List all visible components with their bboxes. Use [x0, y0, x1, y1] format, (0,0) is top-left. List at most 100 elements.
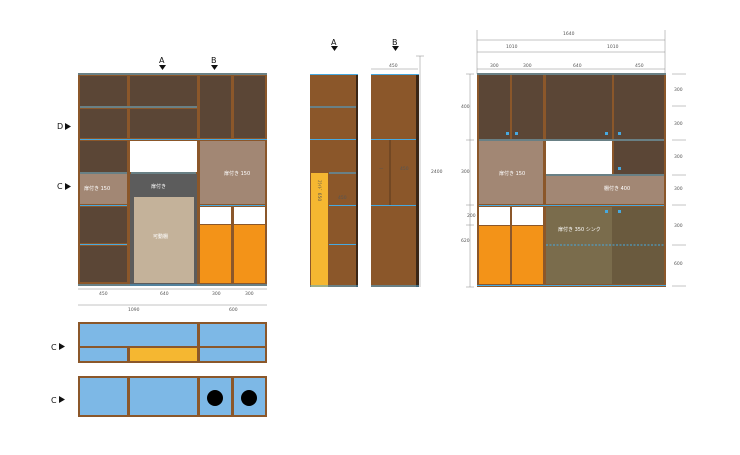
right-upper-panel-1 [479, 75, 510, 139]
center-opening [130, 141, 197, 172]
plan-c-upper-yellow [130, 348, 197, 361]
plan-c-upper-left-low [80, 348, 127, 361]
right-low-white-1 [479, 207, 510, 225]
low-right-orange-2 [234, 225, 265, 283]
plan-c-lower-mark: C [51, 396, 57, 405]
right-dim-upper-left: 1010 [506, 44, 518, 50]
right-top-dimensions [476, 30, 666, 74]
mid-right-door-label: 扉付き 150 [224, 170, 250, 177]
right-mid-shelf-label: 棚付き 400 [604, 185, 630, 192]
center-head-label: 扉付き [151, 183, 166, 190]
right-dim-r2: 300 [674, 121, 683, 127]
right-left-dimensions [416, 55, 474, 288]
right-mid-left-label: 扉付き 150 [499, 170, 525, 177]
right-low-orange-1 [479, 226, 510, 284]
front-mark-b: B [211, 56, 217, 65]
upper-right-panel-2 [234, 76, 265, 138]
right-dim-h1: 400 [461, 104, 470, 110]
section-b-detail-1: ー [379, 167, 384, 172]
right-dim-h4: 620 [461, 238, 470, 244]
front-dim-w4: 300 [245, 291, 254, 297]
right-dim-c3: 640 [573, 63, 582, 69]
right-low-white-2 [512, 207, 543, 225]
plan-c-lower-left [80, 378, 127, 415]
mid-left-door [80, 174, 127, 204]
section-b-backline [416, 74, 419, 287]
right-hinge-dots [506, 132, 621, 213]
mid-right-door [200, 141, 265, 204]
section-a-backline [356, 74, 358, 287]
upper-left-panel-2 [80, 109, 127, 138]
section-a-mark: A [331, 38, 337, 47]
front-mark-d: D [57, 122, 63, 131]
front-dim-total-left: 1090 [128, 307, 140, 313]
front-dim-total-right: 600 [229, 307, 238, 313]
right-dim-h2: 300 [461, 169, 470, 175]
front-elevation: 扉付き 150 扉付き 可動棚 扉付き 150 A B [57, 56, 267, 313]
low-left-panel-1 [80, 207, 127, 243]
right-dim-overall: 1640 [563, 31, 575, 37]
plan-c-upper-right [200, 324, 265, 346]
triangle-marker-icon [392, 46, 399, 51]
triangle-marker-icon [211, 65, 218, 70]
front-mark-c: C [57, 182, 63, 191]
triangle-marker-icon [65, 183, 71, 190]
low-right-orange-1 [200, 225, 231, 283]
right-right-dimensions [672, 73, 686, 287]
right-dim-r5: 300 [674, 223, 683, 229]
right-dim-c2: 300 [523, 63, 532, 69]
plan-c-lower: C [51, 376, 267, 417]
section-b-body [371, 74, 419, 287]
right-dim-r6: 600 [674, 261, 683, 267]
right-mid-shelf-door [546, 176, 664, 204]
triangle-marker-icon [331, 46, 338, 51]
front-dim-w3: 300 [212, 291, 221, 297]
plan-c-upper-right-low [200, 348, 265, 361]
right-upper-panel-4 [614, 75, 664, 139]
right-dim-far-left: 2400 [431, 169, 443, 175]
right-dim-upper-right: 1010 [607, 44, 619, 50]
mid-left-door-label: 扉付き 150 [84, 185, 110, 192]
front-dim-w1: 450 [99, 291, 108, 297]
upper-center-panel-2 [130, 109, 197, 138]
mid-right-white-2 [234, 207, 265, 224]
right-mid-opening [546, 141, 612, 174]
mid-right-white-1 [200, 207, 231, 224]
front-mark-a: A [159, 56, 165, 65]
center-door-label: 可動棚 [153, 233, 168, 240]
right-elevation: 1640 1010 1010 300 300 640 450 扉付き 150 棚… [416, 30, 686, 288]
right-dim-h3: 200 [467, 213, 476, 219]
triangle-marker-icon [59, 343, 65, 350]
right-low-orange-2 [512, 226, 543, 284]
triangle-marker-icon [59, 396, 65, 403]
front-dim-w2: 640 [160, 291, 169, 297]
section-a-slide [311, 173, 328, 287]
triangle-marker-icon [65, 123, 71, 130]
upper-center-panel-1 [130, 76, 197, 106]
low-left-panel-2 [80, 246, 127, 282]
upper-right-panel-1 [200, 76, 231, 138]
section-a-detail: 450 [338, 195, 347, 201]
right-dim-c4: 450 [635, 63, 644, 69]
plan-c-upper-left [80, 324, 197, 346]
right-upper-panel-3 [546, 75, 612, 139]
triangle-marker-icon [159, 65, 166, 70]
section-b-dim-width: 450 [389, 63, 398, 69]
right-dim-c1: 300 [490, 63, 499, 69]
mid-left-panel [80, 141, 127, 172]
right-shelf-lines [477, 73, 666, 286]
front-shelf-lines [78, 73, 267, 286]
burner-icon [207, 390, 223, 406]
plan-c-upper-mark: C [51, 343, 57, 352]
right-mid-right-panel [614, 141, 664, 174]
section-b-detail-2: 450 [400, 166, 409, 172]
right-dim-r3: 300 [674, 154, 683, 160]
right-dim-r4: 300 [674, 186, 683, 192]
section-b: B 450 ー 450 [371, 38, 419, 287]
section-a-slide-label: ｽﾗｲﾄﾞ 650 [316, 180, 323, 201]
section-b-mark: B [392, 38, 398, 47]
plan-c-upper: C [51, 322, 267, 363]
burner-icon [241, 390, 257, 406]
section-a: A ｽﾗｲﾄﾞ 650 450 [310, 38, 358, 287]
